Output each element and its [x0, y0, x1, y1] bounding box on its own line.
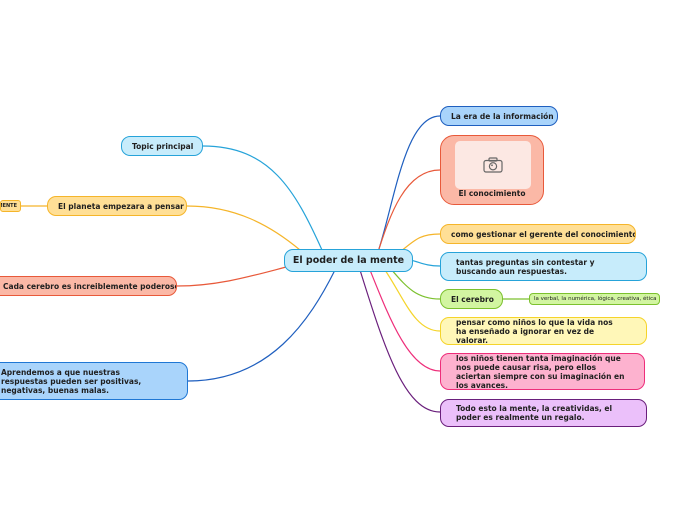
node-label: El planeta empezara a pensar [58, 201, 184, 211]
link-topic [202, 145, 323, 251]
link-respuestas [187, 269, 336, 382]
node-topic-principal[interactable]: Topic principal [121, 136, 203, 156]
node-label: Topic principal [132, 141, 194, 151]
link-regalo [359, 269, 441, 413]
camera-icon [483, 157, 503, 173]
node-label: la verbal, la numérica, lógica, creativa… [534, 295, 657, 302]
node-planeta[interactable]: El planeta empezara a pensar [47, 196, 187, 216]
node-label: El cerebro [451, 294, 494, 304]
link-ninos [384, 269, 441, 332]
node-ninos[interactable]: pensar como niños lo que la vida nos ha … [440, 317, 647, 345]
link-preguntas [409, 259, 441, 267]
node-cerebro-poderoso[interactable]: Cada cerebro es increiblemente poderoso [0, 276, 177, 296]
node-label: tantas preguntas sin contestar y buscand… [456, 257, 595, 276]
node-gestionar[interactable]: como gestionar el gerente del conocimien… [440, 224, 636, 244]
link-el-cerebro [389, 267, 441, 300]
node-el-cerebro-child[interactable]: la verbal, la numérica, lógica, creativa… [529, 293, 660, 305]
node-el-cerebro[interactable]: El cerebro [440, 289, 503, 309]
central-topic[interactable]: El poder de la mente [284, 249, 413, 272]
node-regalo[interactable]: Todo esto la mente, la creatividas, el p… [440, 399, 647, 427]
node-label: como gestionar el gerente del conocimien… [451, 229, 636, 239]
node-label: Cada cerebro es increiblemente poderoso [3, 281, 177, 291]
link-imaginacion [369, 269, 441, 372]
node-imaginacion[interactable]: los niños tienen tanta imaginación que n… [440, 353, 645, 390]
node-label: MENTE [1, 202, 17, 209]
central-topic-label: El poder de la mente [292, 255, 405, 266]
link-era [377, 115, 441, 253]
node-preguntas[interactable]: tantas preguntas sin contestar y buscand… [440, 252, 647, 281]
node-label: los niños tienen tanta imaginación que n… [456, 353, 625, 390]
node-respuestas[interactable]: Aprendemos a que nuestras respuestas pue… [0, 362, 188, 400]
node-label: pensar como niños lo que la vida nos ha … [456, 317, 613, 345]
node-conocimiento[interactable]: El conocimiento [440, 135, 544, 205]
node-planeta-child[interactable]: MENTE [0, 200, 21, 212]
image-placeholder [455, 141, 531, 189]
node-label: Todo esto la mente, la creatividas, el p… [456, 404, 613, 422]
link-cerebro [176, 265, 291, 287]
link-planeta [186, 205, 301, 251]
node-label: La era de la información [451, 111, 554, 121]
node-era-informacion[interactable]: La era de la información [440, 106, 558, 126]
node-label: Aprendemos a que nuestras respuestas pue… [1, 367, 142, 395]
node-label: El conocimiento [458, 189, 526, 198]
link-conocimiento [377, 169, 441, 253]
